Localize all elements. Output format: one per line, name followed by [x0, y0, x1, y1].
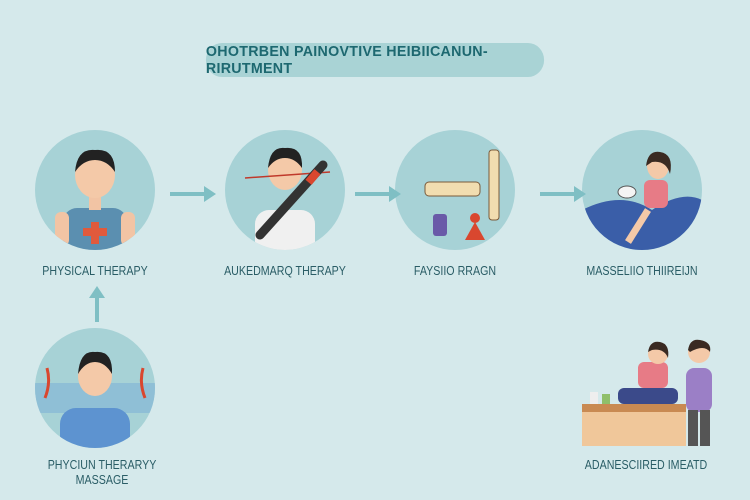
bottom-label: PHYCIUN THERARYY MASSAGE [47, 457, 157, 487]
arrow-up-icon [89, 286, 105, 322]
arrow-right-icon [355, 186, 401, 202]
physio-massage-image [35, 328, 155, 448]
person-in-heat-icon [35, 351, 155, 448]
medical-tools-icon [424, 149, 500, 240]
arrow-right-icon [170, 186, 216, 202]
step-physio-image [395, 130, 515, 250]
person-with-needle-icon [244, 147, 331, 250]
step-label: AUKEDMARQ THERAPY [224, 263, 346, 278]
woman-resting-icon [582, 151, 702, 250]
step-physical-therapy-image [35, 130, 155, 250]
step-massage-therapy-image [582, 130, 702, 250]
bottom-label: ADANESCIIRED IMEATD [584, 457, 708, 472]
step-needle-therapy-image [225, 130, 345, 250]
step-label: PHYSICAL THERAPY [42, 263, 148, 278]
person-with-bandage-icon [55, 149, 135, 250]
step-label: FAYSIIO RRAGN [413, 263, 497, 278]
step-label: MASSELIIO THIIREIJN [586, 263, 698, 278]
arrow-right-icon [540, 186, 586, 202]
diagram-title: OHOTRBEN PAINOVTIVE HEIBIICANUN-RIRUTMEN… [205, 43, 545, 77]
massage-scene-icon [582, 339, 712, 446]
